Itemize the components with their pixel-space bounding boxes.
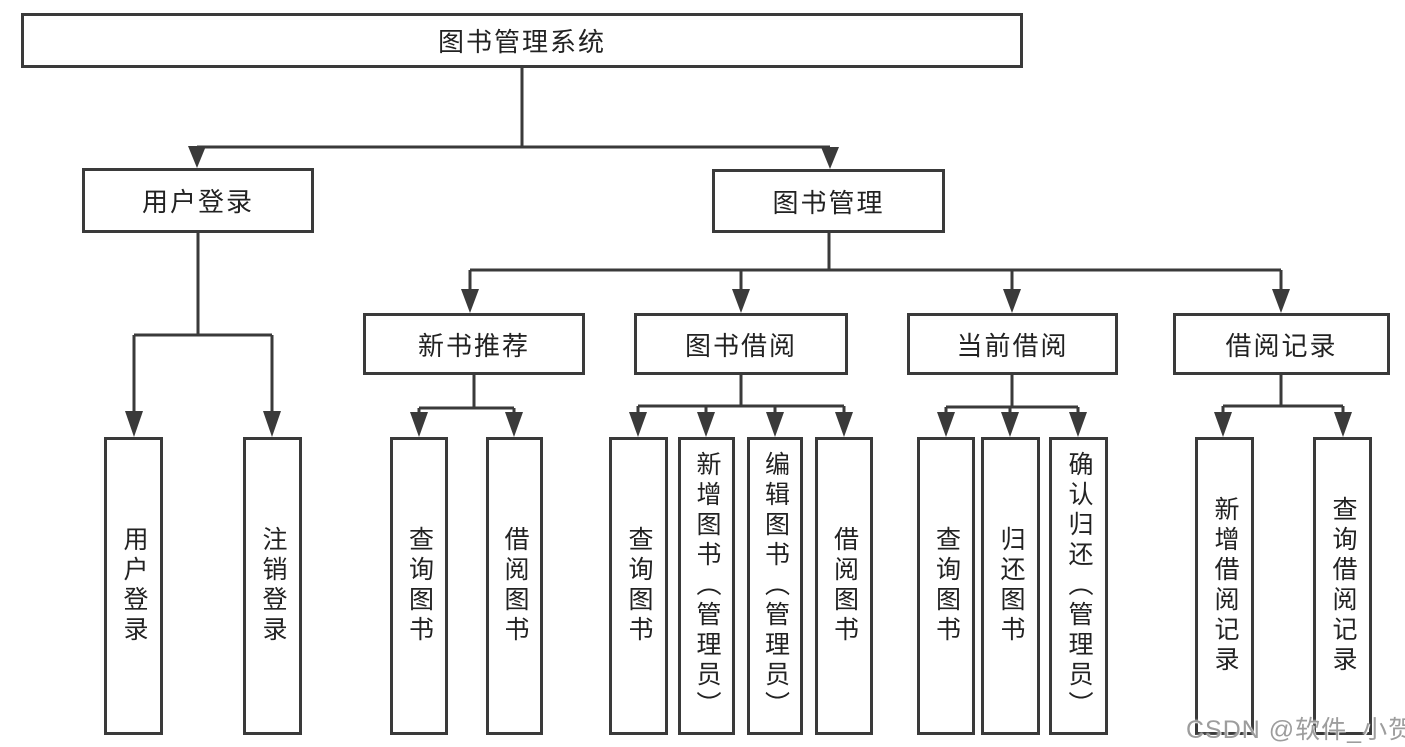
node-label: 图书管理系统	[437, 27, 606, 57]
node-label: 用户登录	[120, 526, 148, 646]
node-current-borrow: 当前借阅	[907, 313, 1118, 375]
node-label: 查询图书	[405, 526, 434, 646]
leaf-current-query-books: 查询图书	[917, 437, 975, 735]
leaf-user-login: 用户登录	[104, 437, 163, 735]
leaf-logout: 注销登录	[243, 437, 302, 735]
node-new-book-recommend: 新书推荐	[363, 313, 585, 375]
leaf-borrow-query-books: 查询图书	[609, 437, 668, 735]
node-label: 借阅记录	[1225, 330, 1338, 361]
node-label: 图书借阅	[684, 330, 797, 361]
node-book-management: 图书管理	[712, 169, 945, 233]
leaf-borrow-borrow-books: 借阅图书	[815, 437, 873, 735]
node-root-system: 图书管理系统	[21, 13, 1023, 68]
node-label: 确认归还（管理员）	[1065, 451, 1093, 721]
node-label: 新增图书（管理员）	[693, 451, 721, 721]
node-label: 新书推荐	[417, 330, 530, 361]
node-label: 编辑图书（管理员）	[761, 451, 790, 721]
leaf-borrow-edit-books-admin: 编辑图书（管理员）	[747, 437, 803, 735]
node-label: 查询图书	[932, 526, 961, 646]
node-label: 借阅图书	[501, 526, 529, 646]
leaf-records-query-record: 查询借阅记录	[1313, 437, 1372, 735]
node-label: 图书管理	[772, 187, 885, 218]
leaf-newbooks-query-books: 查询图书	[390, 437, 448, 735]
node-label: 归还图书	[997, 526, 1025, 646]
node-label: 注销登录	[259, 526, 287, 646]
node-label: 借阅图书	[830, 526, 859, 646]
node-user-login: 用户登录	[82, 168, 314, 233]
leaf-newbooks-borrow-books: 借阅图书	[486, 437, 543, 735]
node-label: 新增借阅记录	[1211, 496, 1239, 676]
node-label: 查询图书	[625, 526, 653, 646]
node-label: 查询借阅记录	[1329, 496, 1357, 676]
leaf-records-add-record: 新增借阅记录	[1195, 437, 1254, 735]
node-label: 当前借阅	[956, 330, 1069, 361]
leaf-current-confirm-return-admin: 确认归还（管理员）	[1049, 437, 1108, 735]
leaf-current-return-books: 归还图书	[981, 437, 1040, 735]
node-borrow-records: 借阅记录	[1173, 313, 1390, 375]
node-label: 用户登录	[141, 187, 254, 217]
node-book-borrow: 图书借阅	[634, 313, 848, 375]
leaf-borrow-add-books-admin: 新增图书（管理员）	[678, 437, 735, 735]
csdn-watermark: CSDN @软件_小贺同学	[1186, 716, 1405, 744]
